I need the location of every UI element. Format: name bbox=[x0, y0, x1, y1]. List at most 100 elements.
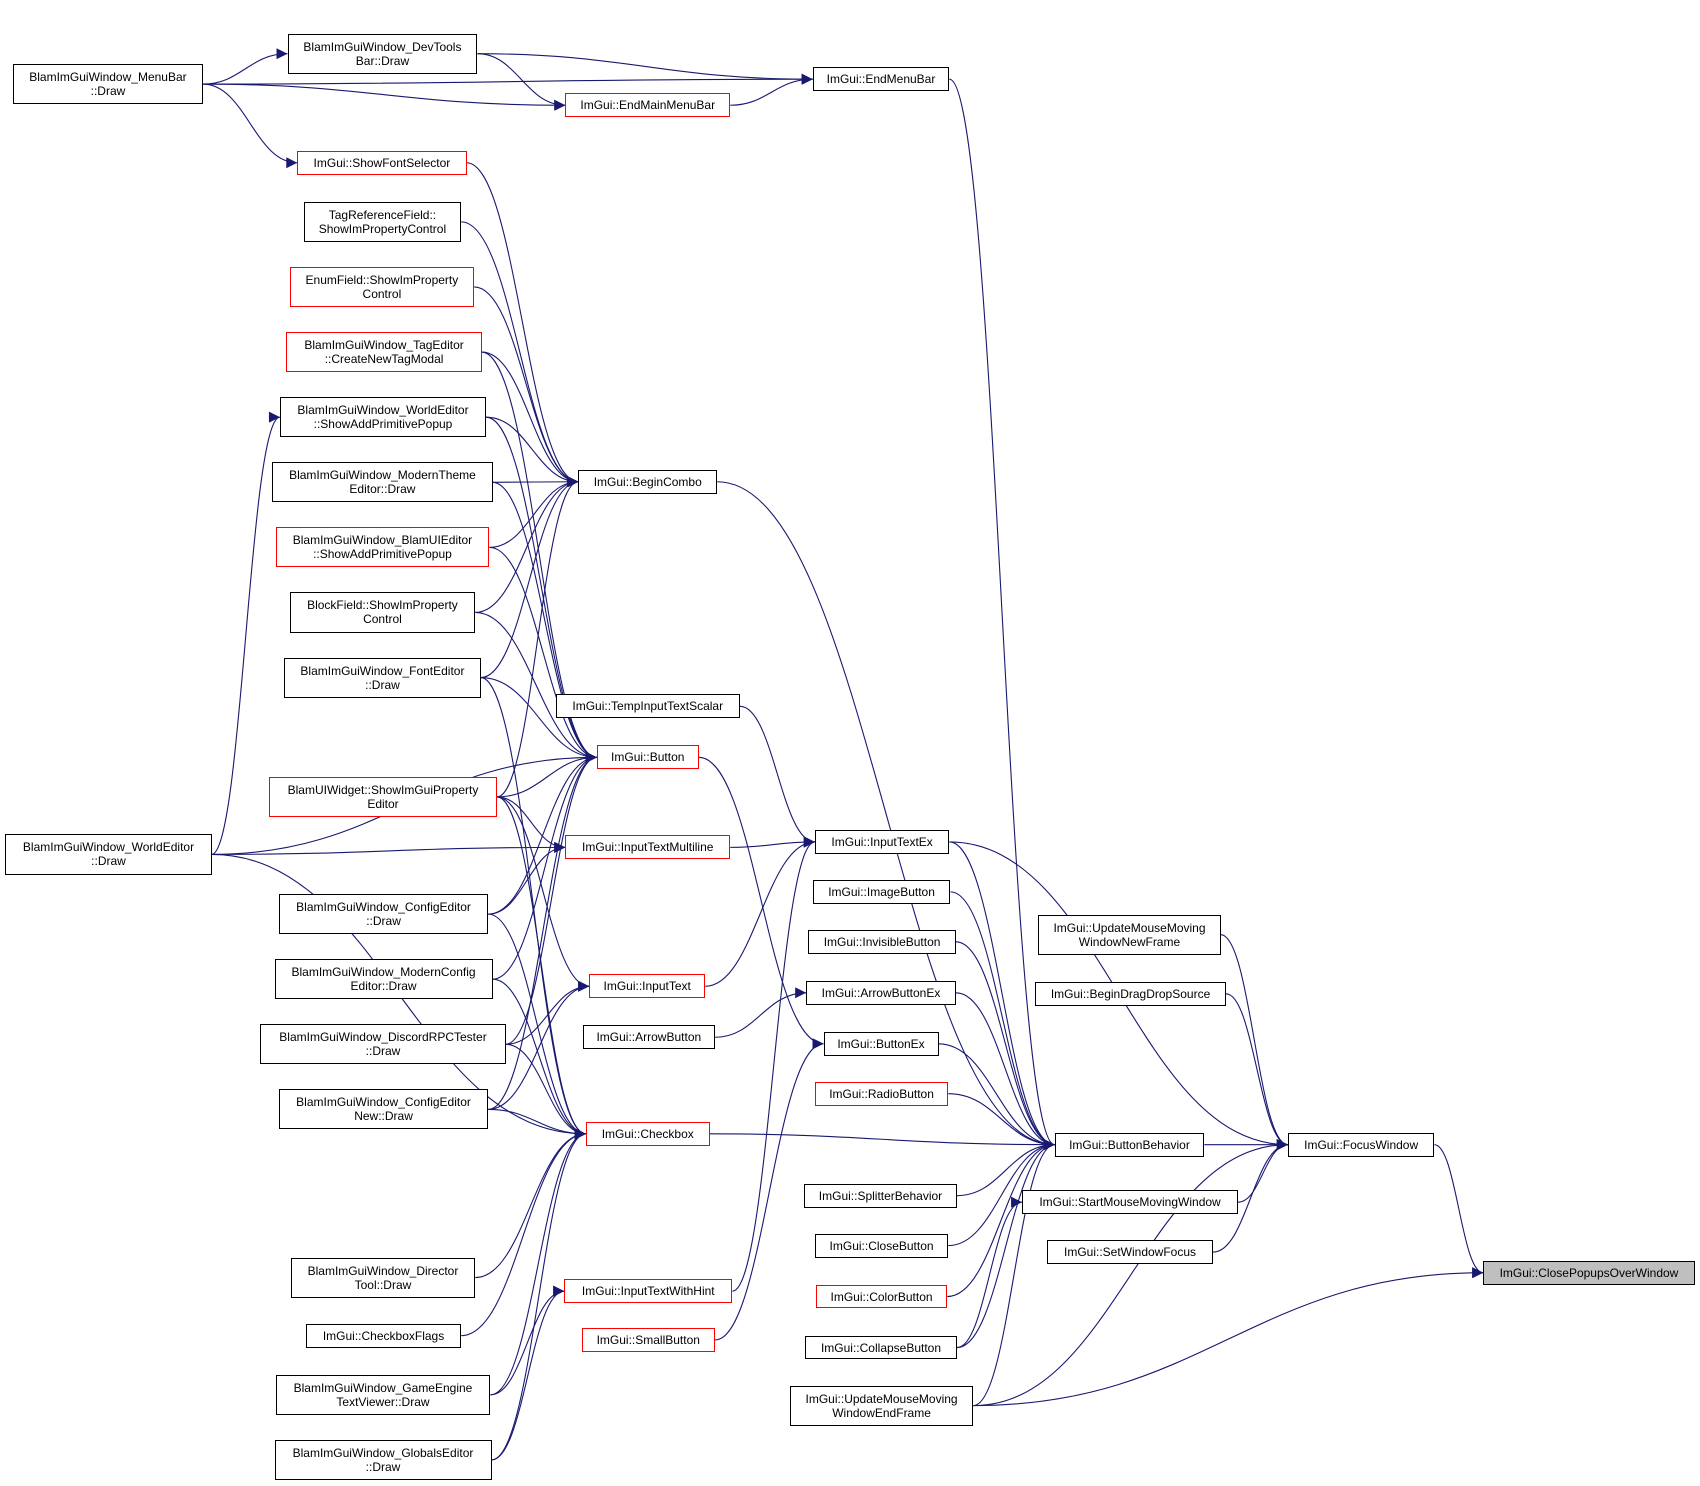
node-radiobutton[interactable]: ImGui::RadioButton bbox=[814, 1081, 949, 1106]
edge-worldaddprim-to-beginCombo bbox=[486, 416, 579, 488]
node-label: BlamImGuiWindow_GameEngine TextViewer::D… bbox=[293, 1380, 473, 1409]
node-label: BlamUIWidget::ShowImGuiProperty Editor bbox=[287, 782, 479, 811]
node-blamuieditor[interactable]: BlamImGuiWindow_BlamUIEditor ::ShowAddPr… bbox=[275, 527, 490, 568]
edge-discord-to-inputtext bbox=[505, 980, 590, 1045]
node-moderntheme[interactable]: BlamImGuiWindow_ModernTheme Editor::Draw bbox=[272, 462, 493, 503]
node-label: BlamImGuiWindow_WorldEditor ::ShowAddPri… bbox=[297, 403, 469, 432]
node-label: BlamImGuiWindow_WorldEditor ::Draw bbox=[22, 840, 195, 869]
node-label: BlamImGuiWindow_DevTools Bar::Draw bbox=[303, 39, 462, 68]
node-inputmulti[interactable]: ImGui::InputTextMultiline bbox=[565, 835, 731, 860]
node-focuswindow[interactable]: ImGui::FocusWindow bbox=[1287, 1132, 1435, 1157]
node-label: ImGui::ButtonBehavior bbox=[1069, 1137, 1190, 1152]
node-menubar[interactable]: BlamImGuiWindow_MenuBar ::Draw bbox=[13, 64, 203, 105]
node-label: ImGui::ImageButton bbox=[828, 884, 935, 899]
edge-inputhint-to-inputtextex bbox=[732, 836, 815, 1292]
node-label: ImGui::Checkbox bbox=[601, 1126, 694, 1141]
node-configeditor[interactable]: BlamImGuiWindow_ConfigEditor ::Draw bbox=[278, 894, 489, 935]
node-splitter[interactable]: ImGui::SplitterBehavior bbox=[803, 1183, 957, 1208]
node-gameengine[interactable]: BlamImGuiWindow_GameEngine TextViewer::D… bbox=[275, 1374, 491, 1415]
node-label: ImGui::SmallButton bbox=[596, 1332, 700, 1347]
edge-menubar-to-endmenubar bbox=[202, 73, 813, 85]
edge-blockfield-to-button bbox=[475, 611, 597, 763]
node-label: ImGui::InputTextEx bbox=[831, 834, 933, 849]
node-label: EnumField::ShowImProperty Control bbox=[305, 272, 459, 301]
node-label: ImGui::RadioButton bbox=[829, 1086, 934, 1101]
edge-fonteditor-to-checkbox bbox=[480, 677, 586, 1140]
node-modernconfig[interactable]: BlamImGuiWindow_ModernConfig Editor::Dra… bbox=[274, 959, 493, 1000]
node-colorbutton[interactable]: ImGui::ColorButton bbox=[815, 1284, 948, 1309]
node-checkbox[interactable]: ImGui::Checkbox bbox=[585, 1121, 710, 1146]
edge-blamuieditor-to-beginCombo bbox=[489, 476, 579, 548]
node-blamuiwidget[interactable]: BlamUIWidget::ShowImGuiProperty Editor bbox=[269, 776, 497, 817]
node-label: ImGui::UpdateMouseMoving WindowNewFrame bbox=[1053, 920, 1206, 949]
edge-imagebutton-to-buttonbehavior bbox=[950, 891, 1055, 1151]
edge-buttonex-to-buttonbehavior bbox=[938, 1043, 1055, 1151]
node-closebutton[interactable]: ImGui::CloseButton bbox=[814, 1233, 949, 1258]
node-begindrag[interactable]: ImGui::BeginDragDropSource bbox=[1035, 981, 1227, 1006]
node-worldaddprim[interactable]: BlamImGuiWindow_WorldEditor ::ShowAddPri… bbox=[279, 397, 487, 438]
edge-arrowbuttonex-to-buttonbehavior bbox=[955, 992, 1055, 1151]
edge-moderntheme-to-button bbox=[492, 481, 597, 763]
edge-configeditor-to-inputmulti bbox=[488, 841, 566, 915]
edge-confignew-to-checkbox bbox=[488, 1108, 586, 1140]
node-endmainmenubar[interactable]: ImGui::EndMainMenuBar bbox=[565, 93, 731, 118]
node-smallbutton[interactable]: ImGui::SmallButton bbox=[581, 1328, 715, 1352]
node-beginCombo[interactable]: ImGui::BeginCombo bbox=[578, 469, 718, 494]
node-enumfield[interactable]: EnumField::ShowImProperty Control bbox=[289, 266, 475, 308]
node-buttonbehavior[interactable]: ImGui::ButtonBehavior bbox=[1054, 1132, 1205, 1157]
node-arrowbuttonex[interactable]: ImGui::ArrowButtonEx bbox=[806, 980, 956, 1005]
node-label: ImGui::ArrowButton bbox=[596, 1030, 702, 1045]
node-discord[interactable]: BlamImGuiWindow_DiscordRPCTester ::Draw bbox=[260, 1024, 506, 1065]
node-collapse[interactable]: ImGui::CollapseButton bbox=[805, 1335, 957, 1360]
node-label: BlamImGuiWindow_MenuBar ::Draw bbox=[29, 70, 187, 99]
node-buttonex[interactable]: ImGui::ButtonEx bbox=[823, 1031, 939, 1056]
node-devtools[interactable]: BlamImGuiWindow_DevTools Bar::Draw bbox=[287, 33, 478, 74]
node-updatenew[interactable]: ImGui::UpdateMouseMoving WindowNewFrame bbox=[1038, 914, 1221, 955]
node-inputtext[interactable]: ImGui::InputText bbox=[589, 974, 706, 999]
edge-closebutton-to-buttonbehavior bbox=[948, 1139, 1055, 1247]
node-tagref[interactable]: TagReferenceField:: ShowImPropertyContro… bbox=[303, 201, 462, 242]
edge-updatenew-to-focuswindow bbox=[1220, 934, 1289, 1151]
edge-discord-to-button bbox=[505, 751, 597, 1045]
node-director[interactable]: BlamImGuiWindow_Director Tool::Draw bbox=[290, 1257, 476, 1298]
edge-fonteditor-to-button bbox=[480, 677, 597, 763]
node-tempinput[interactable]: ImGui::TempInputTextScalar bbox=[555, 694, 740, 719]
node-label: ImGui::EndMainMenuBar bbox=[580, 98, 716, 113]
node-updateend[interactable]: ImGui::UpdateMouseMoving WindowEndFrame bbox=[789, 1385, 974, 1426]
edge-tageditor-to-button bbox=[481, 351, 597, 763]
edge-inputtextex-to-buttonbehavior bbox=[949, 841, 1055, 1151]
node-label: ImGui::InvisibleButton bbox=[823, 934, 941, 949]
edge-checkbox-to-buttonbehavior bbox=[709, 1133, 1055, 1151]
node-blockfield[interactable]: BlockField::ShowImProperty Control bbox=[289, 592, 476, 633]
edge-showfontselector-to-beginCombo bbox=[466, 162, 579, 488]
edge-discord-to-checkbox bbox=[505, 1043, 586, 1140]
edge-tageditor-to-beginCombo bbox=[481, 351, 579, 488]
node-closepopups[interactable]: ImGui::ClosePopupsOverWindow bbox=[1483, 1260, 1695, 1285]
node-label: ImGui::UpdateMouseMoving WindowEndFrame bbox=[805, 1391, 958, 1420]
node-inputhint[interactable]: ImGui::InputTextWithHint bbox=[564, 1279, 733, 1304]
edge-devtools-to-endmenubar bbox=[477, 53, 813, 85]
edge-inputtext-to-inputtextex bbox=[705, 836, 815, 987]
node-fonteditor[interactable]: BlamImGuiWindow_FontEditor ::Draw bbox=[284, 657, 481, 698]
node-inputtextex[interactable]: ImGui::InputTextEx bbox=[814, 830, 950, 854]
node-tageditor[interactable]: BlamImGuiWindow_TagEditor ::CreateNewTag… bbox=[286, 332, 482, 373]
node-confignew[interactable]: BlamImGuiWindow_ConfigEditor New::Draw bbox=[278, 1089, 489, 1130]
node-checkboxflags[interactable]: ImGui::CheckboxFlags bbox=[305, 1323, 462, 1348]
node-label: TagReferenceField:: ShowImPropertyContro… bbox=[318, 207, 447, 236]
node-endmenubar[interactable]: ImGui::EndMenuBar bbox=[812, 67, 950, 92]
node-label: ImGui::SplitterBehavior bbox=[818, 1188, 943, 1203]
node-startmoving[interactable]: ImGui::StartMouseMovingWindow bbox=[1022, 1190, 1238, 1215]
node-button[interactable]: ImGui::Button bbox=[596, 745, 699, 770]
node-label: ImGui::InputText bbox=[603, 979, 691, 994]
node-globals[interactable]: BlamImGuiWindow_GlobalsEditor ::Draw bbox=[274, 1439, 492, 1480]
node-invisiblebutton[interactable]: ImGui::InvisibleButton bbox=[808, 929, 956, 954]
edge-smallbutton-to-buttonex bbox=[714, 1038, 824, 1341]
node-arrowbutton[interactable]: ImGui::ArrowButton bbox=[582, 1025, 715, 1050]
node-showfontselector[interactable]: ImGui::ShowFontSelector bbox=[297, 150, 467, 175]
node-imagebutton[interactable]: ImGui::ImageButton bbox=[812, 879, 951, 904]
node-label: BlamImGuiWindow_DiscordRPCTester ::Draw bbox=[279, 1030, 487, 1059]
node-label: ImGui::BeginCombo bbox=[593, 474, 702, 489]
edge-blamuiwidget-to-beginCombo bbox=[496, 476, 579, 798]
node-setfocus[interactable]: ImGui::SetWindowFocus bbox=[1047, 1240, 1214, 1264]
node-worldeditor[interactable]: BlamImGuiWindow_WorldEditor ::Draw bbox=[5, 834, 212, 875]
